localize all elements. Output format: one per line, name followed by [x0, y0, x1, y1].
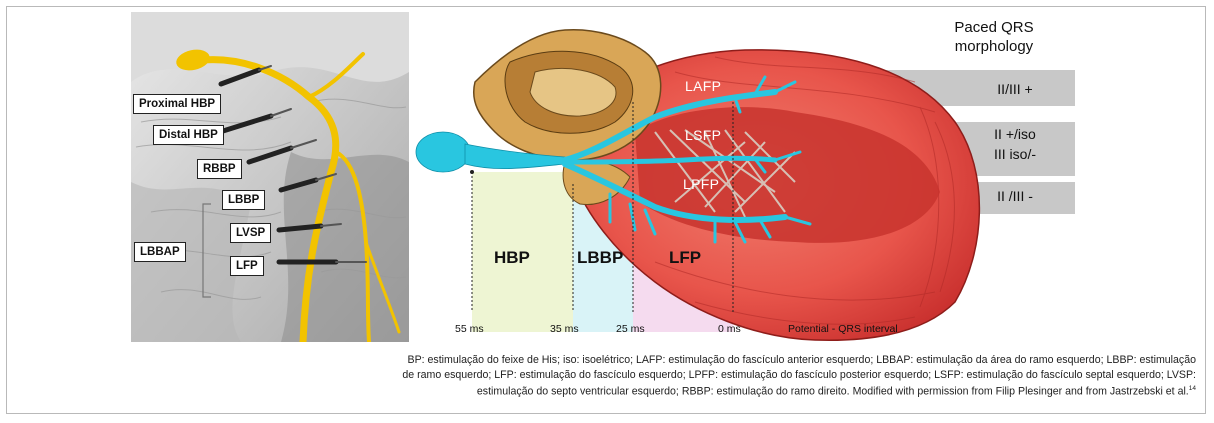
time-label-0ms: 0 ms	[718, 323, 741, 335]
label-lfp: LFP	[230, 256, 264, 276]
conduction-drawing	[131, 12, 409, 342]
qrs-band-2-line2: III iso/-	[960, 144, 1070, 164]
qrs-band-2-line1: II +/iso	[960, 124, 1070, 144]
qrs-band-2: II +/iso III iso/-	[960, 124, 1070, 164]
fascicle-label-lsfp: LSFP	[685, 127, 721, 143]
qrs-band-3: II /III -	[960, 186, 1070, 206]
zone-label-hbp: HBP	[494, 248, 530, 268]
zone-label-lfp: LFP	[669, 248, 701, 268]
label-distal-hbp: Distal HBP	[153, 125, 224, 145]
fascicle-label-lafp: LAFP	[685, 78, 721, 94]
zone-label-lbbp: LBBP	[577, 248, 623, 268]
time-label-25ms: 25 ms	[616, 323, 645, 335]
figure-caption: BP: estimulação do feixe de His; iso: is…	[20, 353, 1196, 399]
time-label-35ms: 35 ms	[550, 323, 579, 335]
heart-drawing	[415, 12, 1080, 342]
caption-line3-text: estimulação do septo ventricular esquerd…	[477, 386, 1189, 398]
timeline-axis-label: Potential - QRS interval	[788, 323, 898, 335]
time-label-55ms: 55 ms	[455, 323, 484, 335]
label-lbbap: LBBAP	[134, 242, 186, 262]
caption-line1: BP: estimulação do feixe de His; iso: is…	[20, 353, 1196, 368]
qrs-band-1: II/III +	[960, 79, 1070, 99]
caption-line3: estimulação do septo ventricular esquerd…	[20, 382, 1196, 399]
fascicle-label-lpfp: LPFP	[683, 176, 719, 192]
label-rbbp: RBBP	[197, 159, 242, 179]
qrs-title-line1: Paced QRS	[934, 18, 1054, 37]
label-lbbp: LBBP	[222, 190, 265, 210]
qrs-title-line2: morphology	[934, 37, 1054, 56]
qrs-title: Paced QRS morphology	[934, 18, 1054, 56]
conduction-illustration: Proximal HBP Distal HBP RBBP LBBP LVSP L…	[131, 12, 409, 342]
heart-diagram: LAFP LSFP LPFP HBP LBBP LFP 55 ms 35 ms …	[415, 12, 1080, 342]
label-proximal-hbp: Proximal HBP	[133, 94, 221, 114]
caption-reference: 14	[1189, 385, 1196, 392]
label-lvsp: LVSP	[230, 223, 271, 243]
caption-line2: de ramo esquerdo; LFP: estimulação do fa…	[20, 368, 1196, 383]
